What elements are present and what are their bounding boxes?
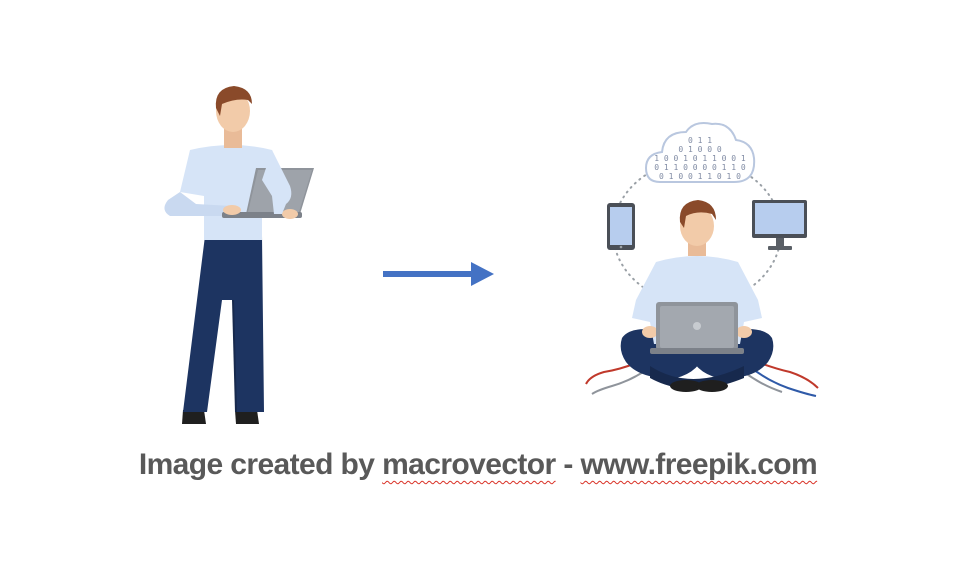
cloud-binary-line-1: 0 1 1 [688, 136, 712, 145]
caption-source-link[interactable]: www.freepik.com [580, 448, 818, 481]
cloud-binary-line-4: 0 1 1 0 0 0 0 1 1 0 [654, 163, 746, 172]
arrow-right-icon [383, 262, 494, 286]
caption-separator: - [555, 448, 581, 481]
tablet-icon [607, 203, 635, 250]
cloud-binary-line-5: 0 1 0 0 1 1 0 1 0 [659, 172, 741, 181]
standing-person-icon [164, 86, 314, 424]
cloud-icon: 0 1 1 0 1 0 0 0 1 0 0 1 0 1 1 0 0 1 0 1 … [644, 122, 756, 183]
laptop-icon [650, 302, 744, 354]
caption-prefix: Image created by [138, 448, 383, 481]
cloud-binary-line-2: 0 1 0 0 0 [678, 145, 722, 154]
caption-author-link[interactable]: macrovector [382, 448, 556, 481]
monitor-icon [752, 200, 807, 250]
sitting-person-icon [620, 200, 774, 392]
cloud-binary-line-3: 1 0 0 1 0 1 1 0 0 1 [654, 154, 746, 163]
image-credit-caption: Image created by macrovector - www.freep… [0, 448, 956, 482]
